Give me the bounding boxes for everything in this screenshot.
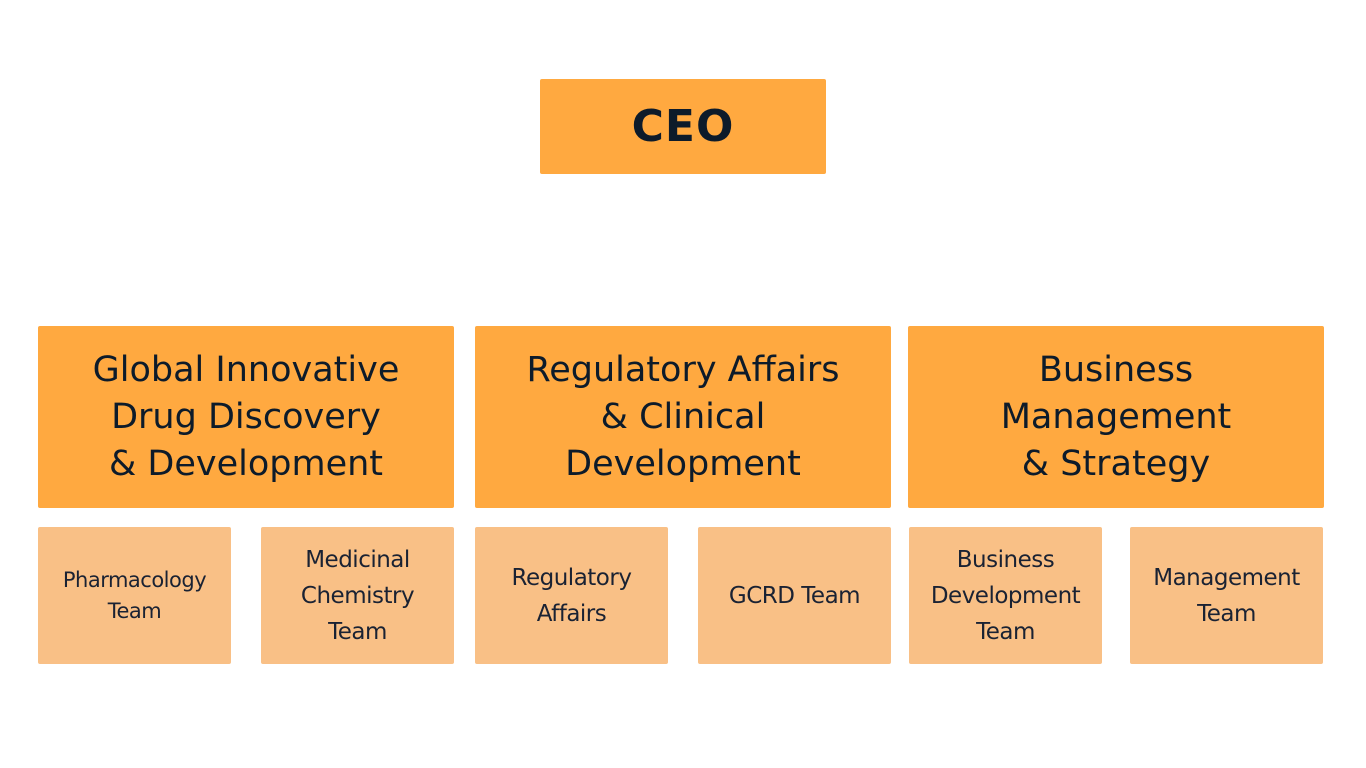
division-regulatory-clinical: Regulatory Affairs & Clinical Developmen… bbox=[475, 326, 891, 508]
team-pharmacology: Pharmacology Team bbox=[38, 527, 231, 664]
division-business-management: Business Management & Strategy bbox=[908, 326, 1324, 508]
team-label: Regulatory Affairs bbox=[511, 564, 632, 627]
team-label: Medicinal Chemistry Team bbox=[300, 546, 415, 645]
ceo-box: CEO bbox=[540, 79, 826, 174]
division-label: Global Innovative Drug Discovery & Devel… bbox=[92, 349, 400, 484]
ceo-label: CEO bbox=[631, 101, 735, 152]
team-management: Management Team bbox=[1130, 527, 1323, 664]
team-regulatory-affairs: Regulatory Affairs bbox=[475, 527, 668, 664]
team-label: Management Team bbox=[1153, 564, 1300, 627]
division-label: Business Management & Strategy bbox=[1000, 349, 1232, 484]
division-label: Regulatory Affairs & Clinical Developmen… bbox=[526, 349, 840, 484]
division-drug-discovery: Global Innovative Drug Discovery & Devel… bbox=[38, 326, 454, 508]
team-gcrd: GCRD Team bbox=[698, 527, 891, 664]
team-business-development: Business Development Team bbox=[909, 527, 1102, 664]
team-label: Business Development Team bbox=[930, 546, 1081, 645]
team-medicinal-chemistry: Medicinal Chemistry Team bbox=[261, 527, 454, 664]
team-label: Pharmacology Team bbox=[62, 567, 207, 623]
team-label: GCRD Team bbox=[728, 582, 861, 609]
